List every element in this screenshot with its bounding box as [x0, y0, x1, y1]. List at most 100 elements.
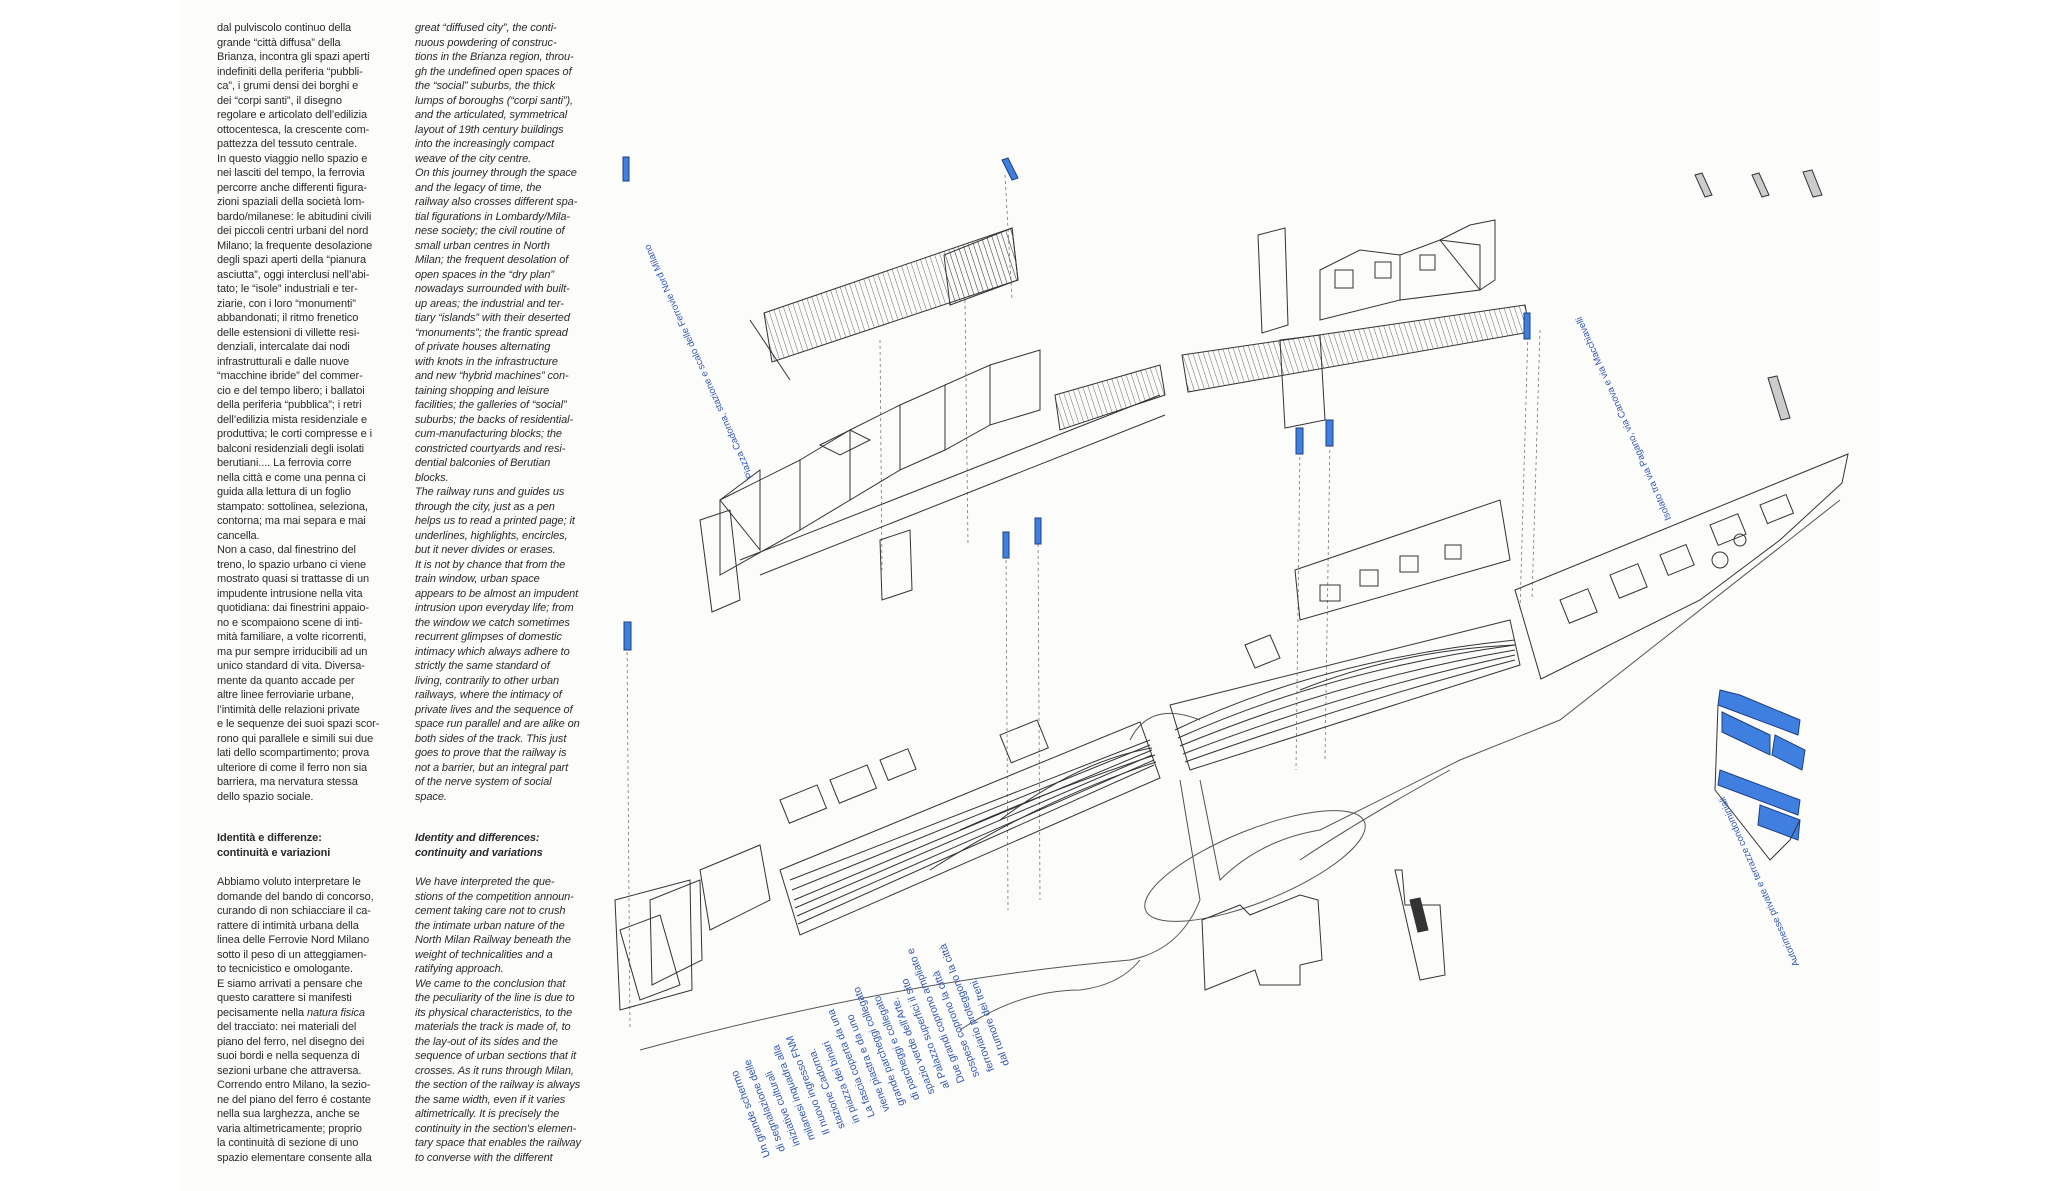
text-line: suoi bordi e nella sequenza di: [217, 1050, 360, 1062]
text-line: to converse with the different: [415, 1151, 553, 1164]
text-line: dei piccoli centri urbani del nord: [217, 225, 369, 237]
text-line: blocks.: [415, 471, 449, 484]
text-line: cement taking care not to crush: [415, 905, 566, 917]
text-line: private lives and the sequence of: [415, 703, 573, 716]
text-line: Brianza, incontra gli spazi aperti: [217, 51, 370, 63]
text-line: contorna; ma mai separa e mai: [217, 515, 366, 527]
text-line: tial figurations in Lombardy/Mila-: [415, 210, 570, 223]
text-line: domande del bando di concorso,: [217, 890, 374, 903]
text-line: del tracciato: nei materiali del: [217, 1021, 357, 1033]
text-line: “macchine ibride” del commer-: [217, 370, 363, 382]
text-line: e le sequenze dei suoi spazi scor-: [217, 718, 380, 730]
text-line: lati dello scompartimento; prova: [217, 747, 370, 759]
text-line: curando di non schiacciare il ca-: [217, 905, 371, 917]
text-line: Correndo entro Milano, la sezio-: [217, 1079, 371, 1091]
blue-markers: [622, 156, 1806, 841]
text-line: and the articulated, symmetrical: [415, 109, 568, 121]
text-line: ne del piano del ferro é costante: [217, 1093, 371, 1106]
text-line: its physical characteristics, to the: [415, 1006, 573, 1019]
text-line: We came to the conclusion that: [415, 977, 566, 990]
text-line: “monuments”; the frantic spread: [415, 326, 568, 339]
text-line: balconi residenziali degli isolati: [217, 442, 365, 455]
english-text-column: great “diffused city”, the conti-nuous p…: [415, 21, 580, 804]
text-line: Abbiamo voluto interpretare le: [217, 876, 361, 888]
text-line: gh the undefined open spaces of: [415, 65, 572, 78]
text-line: Milano; la frequente desolazione: [217, 239, 373, 252]
text-line: into the increasingly compact: [415, 138, 554, 150]
text-line: the same width, even if it varies: [415, 1093, 566, 1106]
text-line: l’intimità delle relazioni private: [217, 703, 360, 716]
text-line: railways, where the intimacy of: [415, 689, 562, 701]
text-line: lumps of boroughs (“corpi santi”),: [415, 94, 573, 107]
text-line: In questo viaggio nello spazio e: [217, 152, 368, 165]
text-line: North Milan Railway beneath the: [415, 934, 571, 946]
text-line: weave of the city centre.: [415, 152, 532, 165]
text-line: ma pur sempre irriducibili ad un: [217, 645, 368, 658]
text-line: varia altimetricamente; proprio: [217, 1122, 362, 1135]
text-line: of private houses alternating: [415, 341, 551, 353]
text-line: bardo/milanese: le abitudini civili: [217, 210, 372, 223]
ground-buildings-bottom: [614, 869, 1446, 1011]
text-line: tato; le “isole” industriali e ter-: [217, 283, 358, 295]
blue-marker: [1523, 312, 1531, 340]
text-line: cancella.: [217, 529, 260, 542]
text-line: rattere di intimità urbana della: [217, 919, 359, 932]
text-line: ca”, i grumi densi dei borghi e: [217, 80, 359, 92]
text-line: space run parallel and are alike on: [415, 718, 580, 730]
blue-marker: [623, 621, 632, 651]
text-line: Identità e differenze:: [217, 832, 322, 844]
text-line: regolare e articolato dell’edilizia: [217, 109, 367, 121]
text-line: of the nerve system of social: [415, 776, 552, 788]
text-line: pattezza del tessuto centrale.: [217, 138, 358, 150]
text-line: both sides of the track. This just: [415, 732, 567, 745]
text-line: and the legacy of time, the: [415, 181, 542, 194]
text-line: small urban centres in North: [415, 239, 550, 252]
text-line: helps us to read a printed page; it: [415, 515, 575, 527]
text-line: the section of the railway is always: [415, 1079, 581, 1091]
text-line: stampato: sottolinea, seleziona,: [217, 500, 368, 513]
railway-tracks-corridor: [1169, 499, 1521, 771]
text-line: nese society; the civil routine of: [415, 225, 565, 237]
text-line: underlines, highlights, encircles,: [415, 529, 568, 542]
text-line: E siamo arrivati a pensare che: [217, 977, 363, 990]
upper-building-row-right: [1181, 219, 1531, 429]
station-tracks-cadorna: [619, 719, 1161, 1001]
text-line: produttiva; le corti compresse e i: [217, 428, 372, 440]
text-line: asciutta”, oggi interclusi nell’abi-: [217, 268, 370, 281]
text-line: nella sua larghezza, anche se: [217, 1108, 360, 1120]
text-line: no e scompaiono scene di inti-: [217, 616, 363, 629]
text-line: la continuità di sezione di uno: [217, 1137, 359, 1149]
text-line: layout of 19th century buildings: [415, 123, 564, 136]
text-line: It is not by chance that from the: [415, 558, 566, 571]
text-line: ulteriore di come il ferro non sia: [217, 761, 368, 774]
blue-marker: [1034, 517, 1042, 545]
text-line: zioni spaziali della società lom-: [217, 196, 365, 208]
text-line: the lay-out of its sides and the: [415, 1035, 558, 1048]
text-line: goes to prove that the railway is: [415, 747, 567, 759]
text-line: Milan; the frequent desolation of: [415, 254, 569, 266]
autorimesse-outline: [1714, 704, 1801, 861]
text-line: Non a caso, dal finestrino del: [217, 544, 356, 556]
text-line: facilities; the galleries of “social”: [415, 399, 567, 411]
text-segment: natura fisica: [306, 1006, 365, 1019]
text-line: abbandonati; il ritmo frenetico: [217, 312, 359, 324]
english-section-heading: Identity and differences:continuity and …: [415, 831, 543, 860]
text-line: with knots in the infrastructure: [415, 355, 558, 368]
text-line: percorre anche differenti figura-: [217, 181, 367, 194]
text-line: open spaces in the “dry plan”: [415, 268, 554, 281]
text-line: crosses. As it runs through Milan,: [415, 1064, 574, 1077]
text-line: intrusion upon everyday life; from: [415, 602, 574, 614]
text-line: railway also crosses different spa-: [415, 196, 578, 208]
text-line: cum-manufacturing blocks; the: [415, 428, 562, 440]
text-line: materials the track is made of, to: [415, 1021, 571, 1033]
text-segment: pecisamente nella: [217, 1006, 307, 1019]
text-line: sezioni urbane che attraversa.: [217, 1064, 362, 1077]
english-text-column-continued: We have interpreted the que-stions of th…: [415, 875, 581, 1165]
text-line: great “diffused city”, the conti-: [415, 22, 557, 34]
text-line: the peculiarity of the line is due to: [415, 992, 575, 1004]
text-line: nei lasciti del tempo, la ferrovia: [217, 167, 365, 179]
text-line: tions in the Brianza region, throu-: [415, 51, 574, 63]
text-line: delle estensioni di villette resi-: [217, 326, 360, 339]
text-line: barriera, ma nervatura stessa: [217, 776, 358, 788]
